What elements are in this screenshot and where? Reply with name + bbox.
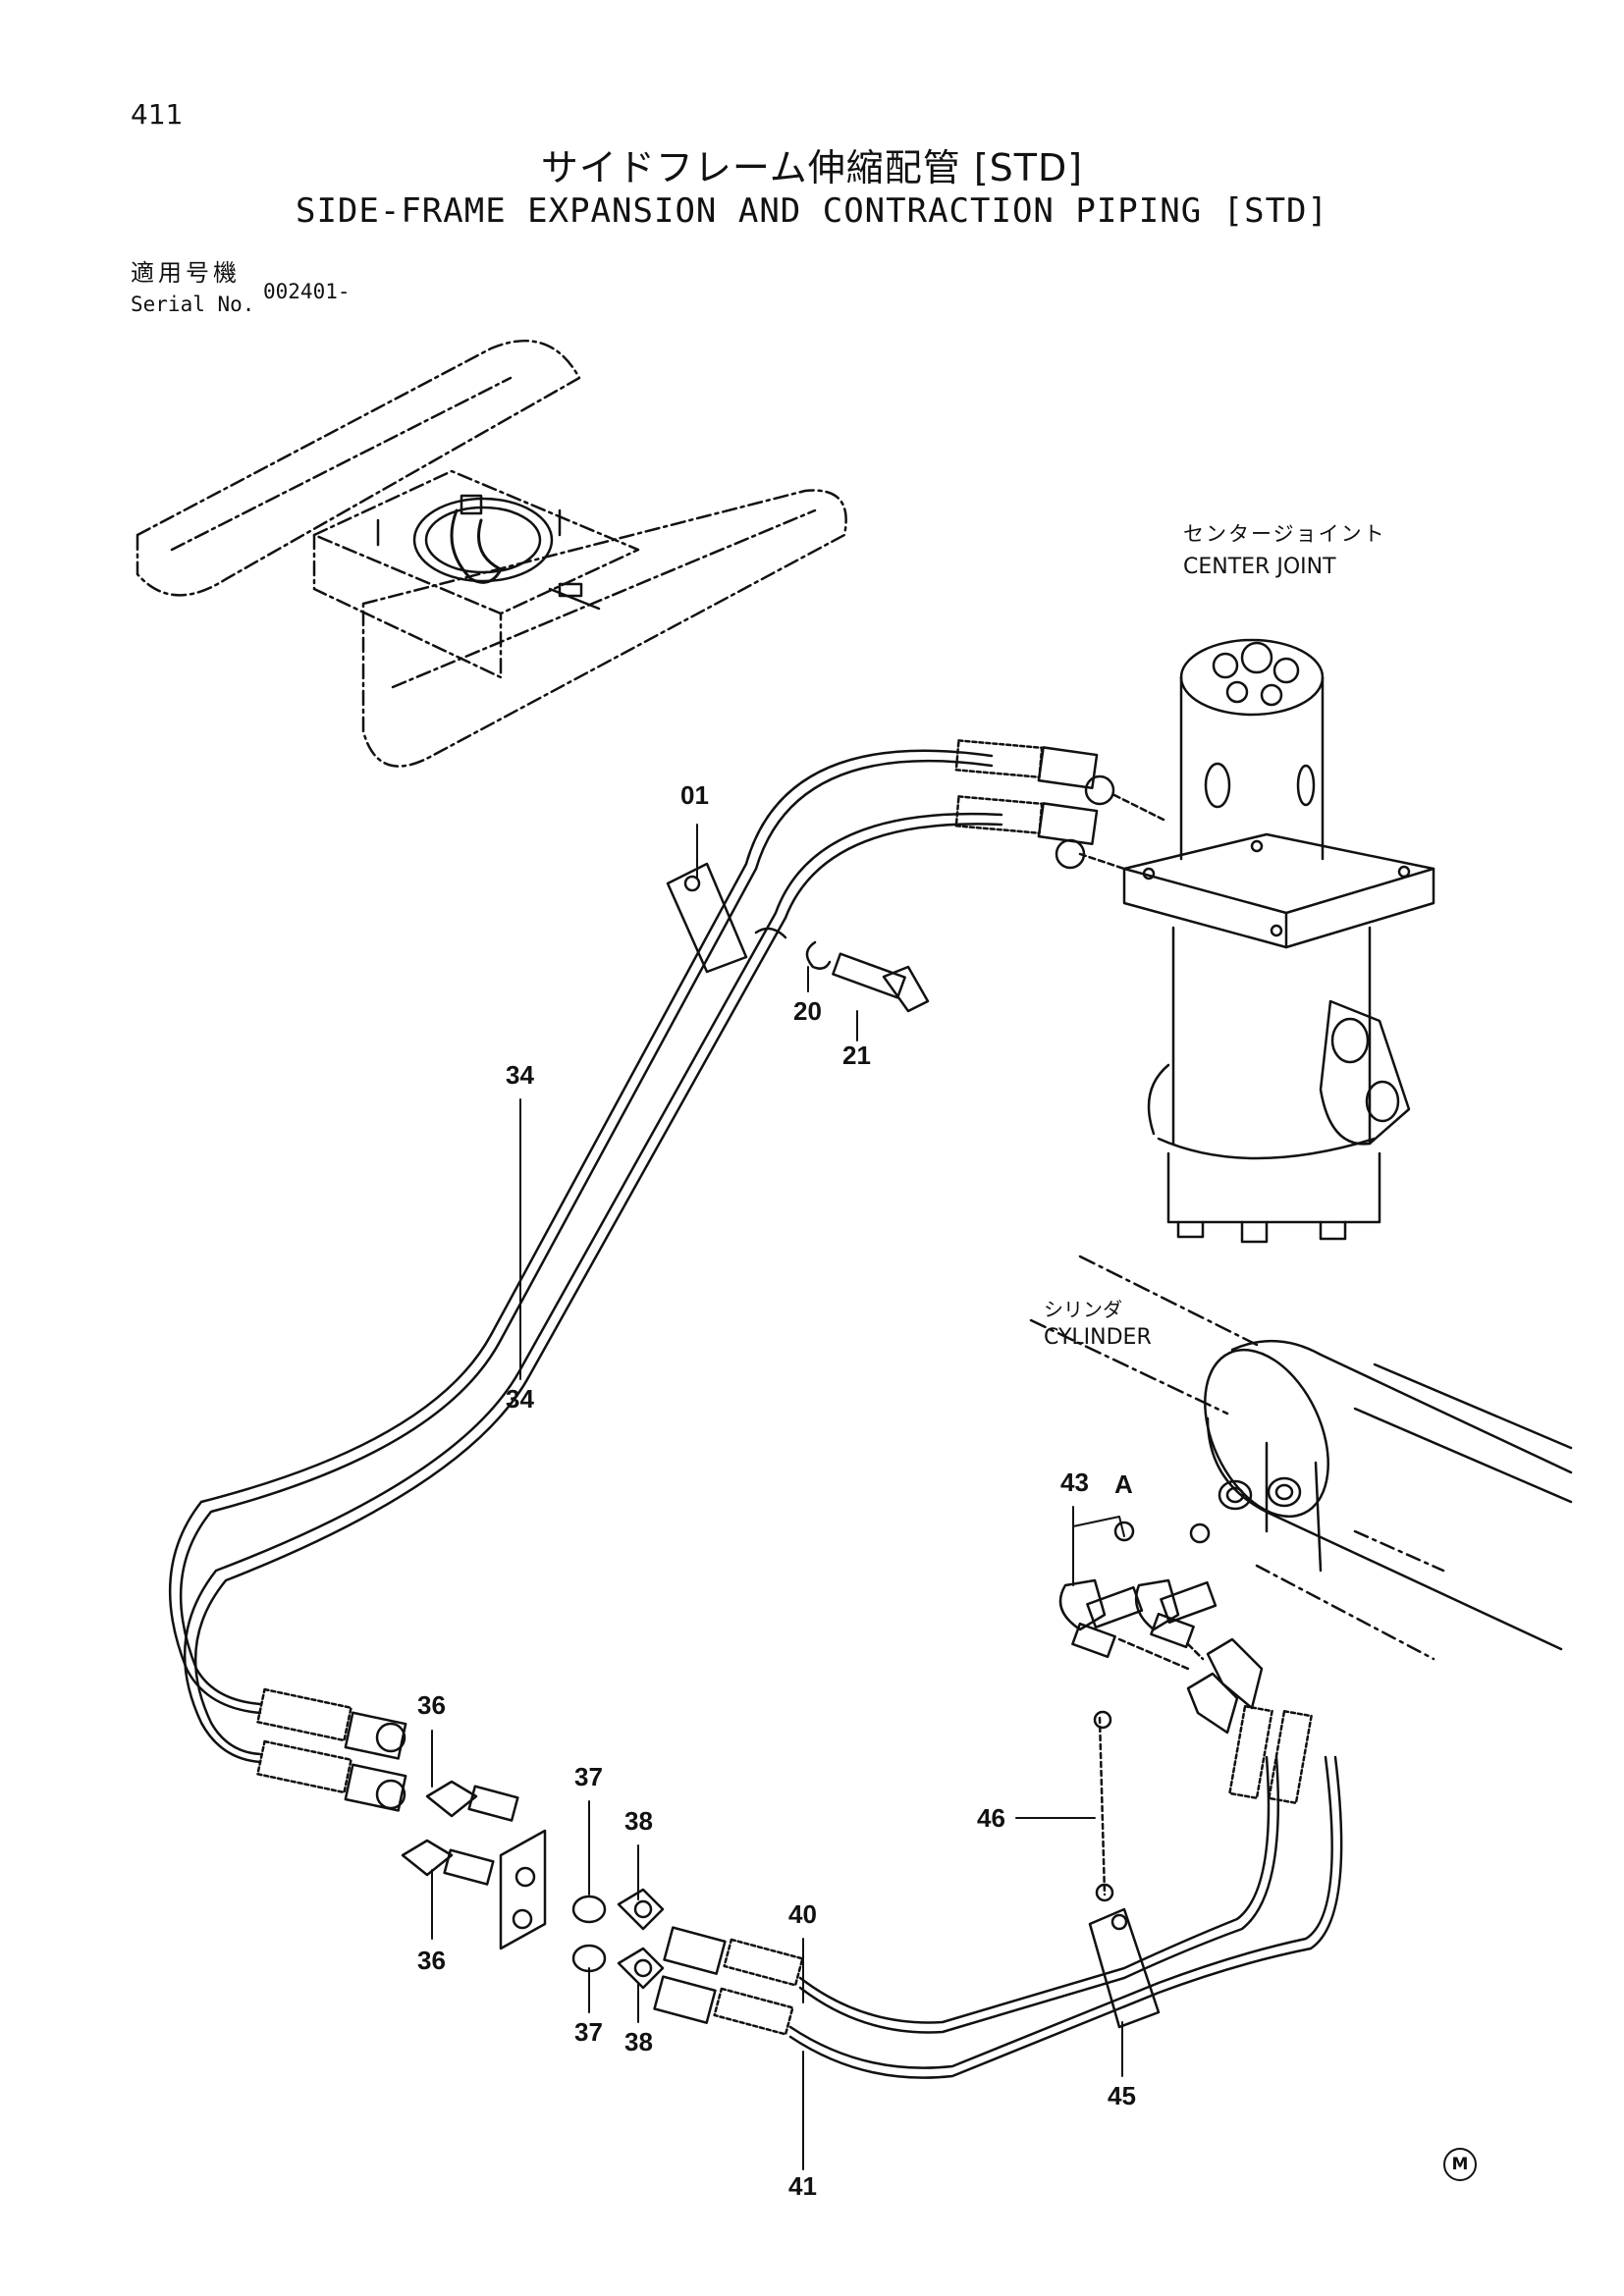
page-number: 411 <box>131 98 184 131</box>
hose-fittings-left <box>256 1687 519 1886</box>
detail-mark-a: A <box>1114 1469 1133 1499</box>
title-english: SIDE-FRAME EXPANSION AND CONTRACTION PIP… <box>295 191 1329 231</box>
callout-20: 20 <box>793 996 822 1026</box>
leader-lines <box>431 824 1125 2170</box>
cylinder-drawing <box>1029 1255 1573 1661</box>
callout-37-lower: 37 <box>574 2017 603 2047</box>
corner-mark: M <box>1443 2148 1477 2181</box>
center-joint-label-jp: センタージョイント <box>1183 522 1386 546</box>
clamp-45 <box>1088 1907 1161 2029</box>
hoses-34 <box>168 749 1003 1764</box>
callout-46: 46 <box>977 1803 1005 1833</box>
callout-41: 41 <box>788 2171 817 2201</box>
clamp-01 <box>666 862 787 974</box>
serial-label-japanese: 適用号機 <box>131 259 241 287</box>
spring-46 <box>1093 1710 1114 1902</box>
serial-number-value: 002401- <box>263 280 351 303</box>
callout-36-upper: 36 <box>417 1690 446 1720</box>
cylinder-label-en: CYLINDER <box>1044 1325 1152 1350</box>
cylinder-label-jp: シリンダ <box>1044 1298 1122 1321</box>
callout-37-upper: 37 <box>574 1762 603 1791</box>
callout-34-upper: 34 <box>506 1060 534 1090</box>
hoses-40-41 <box>653 1705 1343 2079</box>
hose-fittings-center <box>954 739 1165 871</box>
callout-34-lower: 34 <box>506 1384 534 1414</box>
elbows-43 <box>1058 1578 1264 1735</box>
callout-21: 21 <box>842 1041 871 1070</box>
callout-45: 45 <box>1108 2081 1136 2110</box>
washer-20-bolt-21 <box>805 940 930 1013</box>
center-joint-label-en: CENTER JOINT <box>1183 555 1336 579</box>
center-joint-drawing <box>1122 638 1435 1244</box>
plate <box>499 1829 547 1950</box>
serial-label-english: Serial No. <box>131 293 255 316</box>
undercarriage-overview <box>135 340 847 768</box>
callout-38-upper: 38 <box>624 1806 653 1836</box>
title-japanese: サイドフレーム伸縮配管 [STD] <box>540 146 1084 189</box>
callout-01: 01 <box>680 780 709 810</box>
rings-37-nuts-38 <box>571 1888 665 1990</box>
callout-43: 43 <box>1060 1468 1089 1497</box>
callout-40: 40 <box>788 1899 817 1929</box>
callout-38-lower: 38 <box>624 2027 653 2056</box>
callout-36-lower: 36 <box>417 1946 446 1975</box>
